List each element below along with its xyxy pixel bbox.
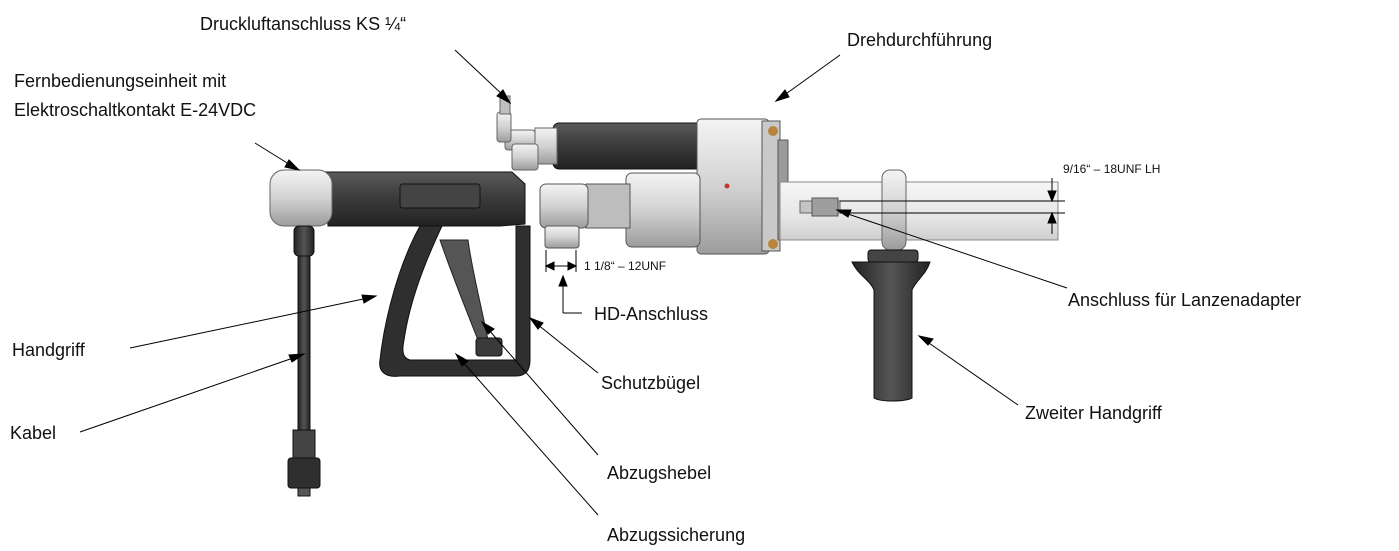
lance-tube (779, 181, 1059, 241)
label-kabel: Kabel (10, 423, 57, 443)
label-schutzbuegel: Schutzbügel (601, 373, 701, 393)
label-drehdurchfuehrung: Drehdurchführung (847, 30, 993, 50)
label-hd-anschluss: HD-Anschluss (594, 304, 709, 324)
label-thread-hd: 1 1/8“ – 12UNF (584, 259, 667, 273)
rotary-union (696, 118, 789, 255)
label-abzugshebel: Abzugshebel (607, 463, 712, 483)
leader-lines (79, 49, 1068, 516)
label-fernbedienung-line2: Elektroschaltkontakt E-24VDC (14, 100, 257, 120)
label-fernbedienung-line1: Fernbedienungseinheit mit (14, 71, 227, 91)
gun-body (269, 169, 526, 227)
label-handgriff: Handgriff (12, 340, 85, 360)
pistol-grip (379, 225, 531, 377)
valve-body (539, 172, 701, 249)
label-lanzenadapter: Anschluss für Lanzenadapter (1068, 290, 1302, 310)
thread-dimension-lh (840, 178, 1065, 234)
label-abzugssicherung: Abzugssicherung (607, 525, 746, 545)
label-druckluftanschluss: Druckluftanschluss KS ¼“ (200, 14, 407, 34)
label-zweiter-handgriff: Zweiter Handgriff (1025, 403, 1162, 423)
pneumatic-cylinder (496, 95, 702, 171)
thread-dimension-hd (544, 250, 578, 272)
label-thread-lh: 9/16“ – 18UNF LH (1063, 162, 1161, 176)
second-handle (851, 169, 931, 402)
cable (287, 225, 321, 497)
